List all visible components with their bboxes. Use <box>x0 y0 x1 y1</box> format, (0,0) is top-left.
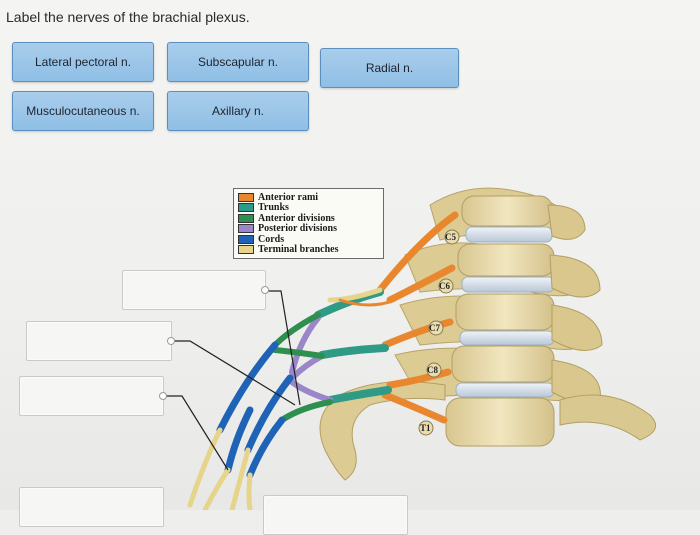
legend-swatch-anterior-divisions <box>238 213 254 223</box>
anterior-rami <box>376 211 459 424</box>
cords <box>216 341 294 479</box>
label-lateral-pectoral[interactable]: Lateral pectoral n. <box>12 42 154 82</box>
legend-label: Trunks <box>258 202 289 214</box>
label-axillary[interactable]: Axillary n. <box>167 91 309 131</box>
drop-target-anchor <box>159 392 167 400</box>
drop-target-3[interactable] <box>19 376 167 416</box>
drop-target-anchor <box>167 337 175 345</box>
legend-label: Anterior rami <box>258 191 319 203</box>
label-subscapular[interactable]: Subscapular n. <box>167 42 309 82</box>
vertebra-label-c6: C6 <box>439 281 450 291</box>
legend-swatch-cords <box>238 234 254 244</box>
legend-swatch-anterior-rami <box>238 192 254 202</box>
label-musculocutaneous[interactable]: Musculocutaneous n. <box>12 91 154 131</box>
vertebra-label-c8: C8 <box>427 365 438 375</box>
drop-target-4[interactable] <box>19 487 164 527</box>
legend-item-terminal-branches: Terminal branches <box>238 244 379 256</box>
label-radial[interactable]: Radial n. <box>320 48 459 88</box>
brachial-plexus-figure: C5 C6 C7 C8 T1 <box>162 187 657 510</box>
leader-lines <box>162 290 301 471</box>
anterior-divisions <box>272 312 333 423</box>
drop-target-2[interactable] <box>26 321 175 361</box>
drop-target-5[interactable] <box>263 495 408 535</box>
clavicle-rib <box>319 381 446 481</box>
legend-label: Posterior divisions <box>258 223 337 235</box>
legend-item-cords: Cords <box>238 234 379 245</box>
legend-label: Terminal branches <box>258 244 339 256</box>
legend-swatch-terminal-branches <box>238 245 254 255</box>
vertebra-label-c7: C7 <box>429 323 440 333</box>
legend-label: Cords <box>258 233 285 245</box>
legend-item-anterior-divisions: Anterior divisions <box>238 213 379 224</box>
question-prompt: Label the nerves of the brachial plexus. <box>6 9 250 25</box>
drop-target-anchor <box>261 286 269 294</box>
vertebra-label-c5: C5 <box>445 232 456 242</box>
vertebra-label-t1: T1 <box>420 423 431 433</box>
vertebra-labels: C5 C6 C7 C8 T1 <box>418 229 460 436</box>
legend-label: Anterior divisions <box>258 212 335 224</box>
figure-legend: Anterior rami Trunks Anterior divisions … <box>233 188 384 259</box>
first-rib <box>559 394 657 441</box>
legend-item-trunks: Trunks <box>238 202 379 214</box>
legend-swatch-trunks <box>238 203 254 213</box>
legend-item-posterior-divisions: Posterior divisions <box>238 223 379 235</box>
drop-target-1[interactable] <box>122 270 269 310</box>
terminal-branches <box>187 287 397 510</box>
legend-swatch-posterior-divisions <box>238 224 254 234</box>
vertebral-column <box>394 187 603 447</box>
legend-item-anterior-rami: Anterior rami <box>238 192 379 203</box>
